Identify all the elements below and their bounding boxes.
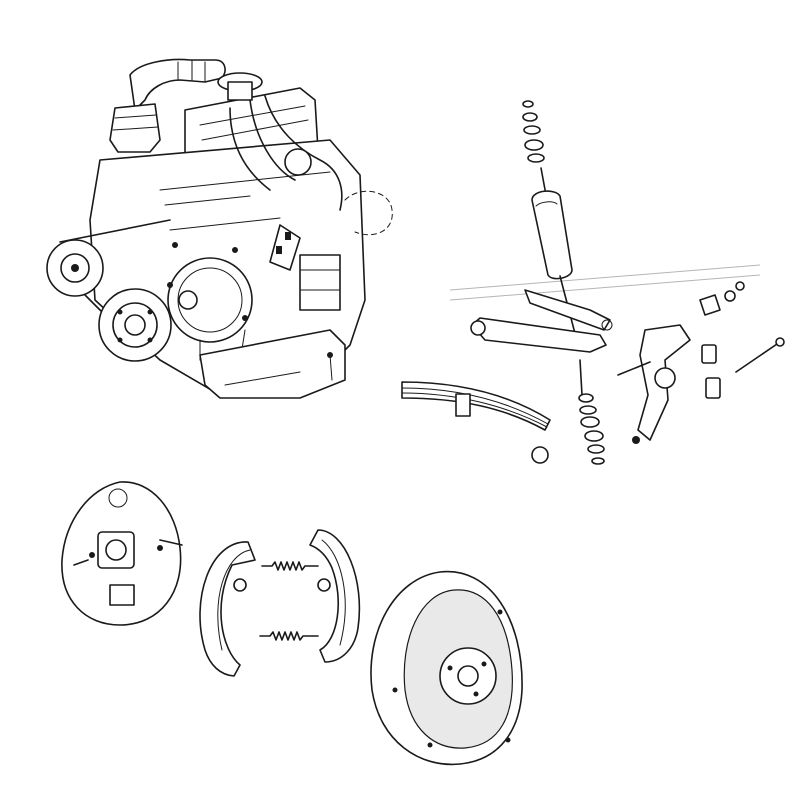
return-springs bbox=[259, 561, 319, 641]
leaf-spring bbox=[401, 381, 551, 431]
timing-cover bbox=[167, 257, 253, 343]
distributor bbox=[284, 148, 312, 176]
bolt bbox=[735, 341, 781, 373]
ignition-leads bbox=[229, 95, 343, 211]
intake-pipe bbox=[129, 58, 226, 111]
air-filter bbox=[109, 103, 161, 153]
shock-absorber bbox=[531, 190, 573, 280]
suspension-illustration bbox=[401, 100, 785, 465]
top-mount-washers bbox=[522, 100, 545, 163]
brake-shoe-left bbox=[199, 541, 256, 677]
upper-arm bbox=[471, 317, 607, 353]
brake-illustration bbox=[61, 481, 523, 766]
engine-illustration bbox=[46, 58, 393, 399]
brake-shoe-right bbox=[309, 529, 361, 663]
oil-sump bbox=[199, 329, 346, 399]
lower-mount-washers bbox=[578, 359, 605, 465]
